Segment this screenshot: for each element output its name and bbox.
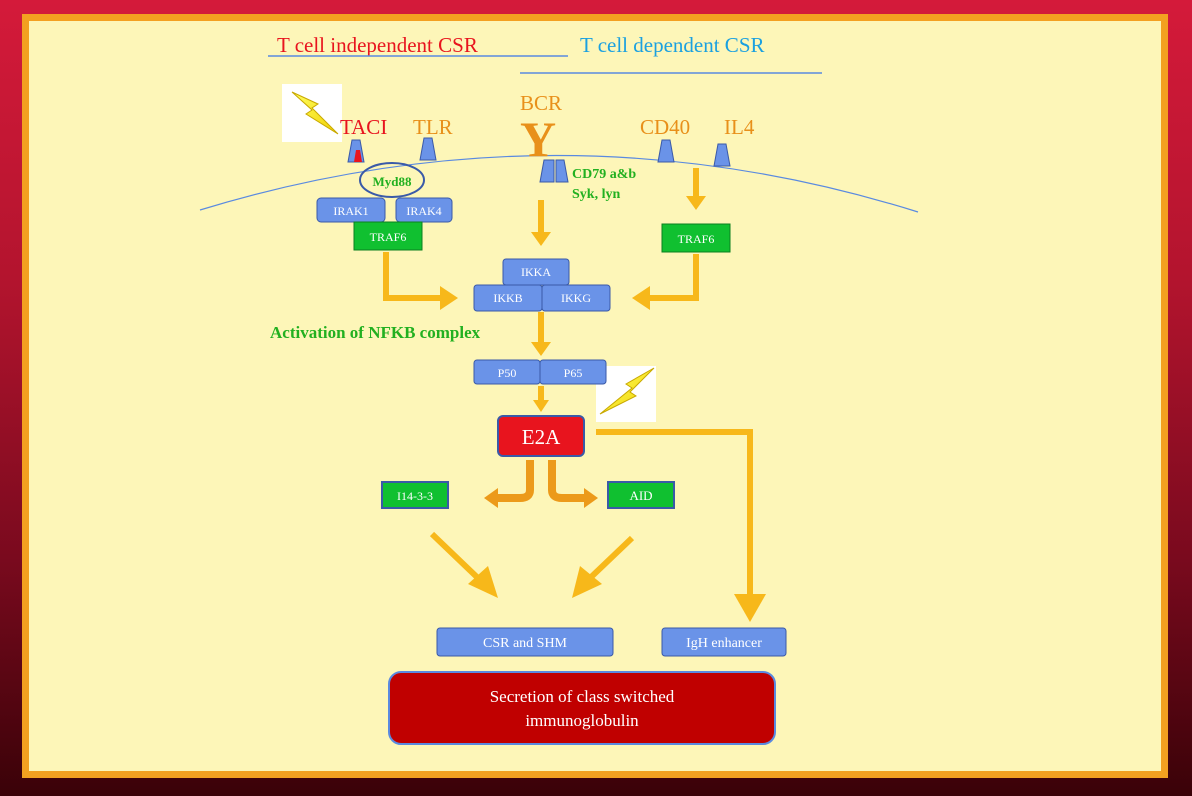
label-p65: P65 (564, 366, 583, 380)
box-traf6-right (661, 223, 731, 253)
receptor-taci: TACI (340, 115, 387, 139)
adaptor-syk-lyn: Syk, lyn (572, 187, 620, 202)
header-t-dependent: T cell dependent CSR (580, 33, 765, 57)
label-p50: P50 (498, 366, 517, 380)
e2a-split-arrows (498, 460, 584, 502)
label-traf6-left: TRAF6 (370, 230, 407, 244)
label-e2a: E2A (522, 425, 561, 449)
label-ikkb: IKKB (493, 291, 522, 305)
cell-membrane (199, 154, 919, 213)
arrow-traf6-right-ikk (650, 254, 699, 301)
receptor-tlr: TLR (413, 115, 453, 139)
label-nfkb-activation: Activation of NFKB complex (270, 323, 481, 342)
receptor-bcr: BCR (520, 91, 562, 115)
label-ikkg: IKKG (561, 291, 591, 305)
box-csr-shm (436, 627, 614, 657)
bcr-y-icon: Y (520, 111, 556, 167)
adaptor-myd88: Myd88 (373, 174, 413, 189)
arrow-traf6-left-ikk (383, 252, 440, 301)
box-traf6-left (353, 221, 423, 251)
e2a-split-arrowheads (484, 488, 598, 508)
receptor-cd40: CD40 (640, 115, 690, 139)
pathway-arrows (383, 168, 753, 594)
box-p65 (539, 359, 607, 385)
arrow-i1433-csr (429, 531, 483, 583)
label-ikka: IKKA (521, 265, 551, 279)
box-i14-3-3 (381, 481, 449, 509)
label-secretion-line1: Secretion of class switched (490, 687, 675, 706)
tlr-receptor-shape (419, 137, 437, 161)
label-irak4: IRAK4 (406, 204, 441, 218)
arrow-aid-csr (585, 535, 635, 583)
lightning-bolt-icon (282, 84, 342, 142)
label-aid: AID (629, 488, 652, 503)
cd79-receptor-shape (539, 159, 569, 183)
myd88-ellipse (359, 162, 425, 198)
label-i14-3-3: I14-3-3 (397, 489, 433, 503)
label-igh-enhancer: IgH enhancer (686, 636, 762, 651)
box-aid (607, 481, 675, 509)
box-irak4 (395, 197, 453, 223)
label-csr-shm: CSR and SHM (483, 636, 568, 651)
receptor-il4: IL4 (724, 115, 755, 139)
cd40-receptor-shape (657, 139, 675, 163)
arrow-heads (440, 196, 766, 622)
box-secretion (388, 671, 776, 745)
label-traf6-right: TRAF6 (678, 232, 715, 246)
header-t-independent: T cell independent CSR (277, 33, 478, 57)
box-igh-enhancer (661, 627, 787, 657)
box-ikkg (541, 284, 611, 312)
label-irak1: IRAK1 (333, 204, 368, 218)
adaptor-cd79: CD79 a&b (572, 167, 636, 182)
box-irak1 (316, 197, 386, 223)
arrow-e2a-igh (596, 429, 753, 594)
taci-receptor-mark (354, 150, 362, 162)
box-e2a (497, 415, 585, 457)
label-secretion-line2: immunoglobulin (525, 711, 639, 730)
il4-receptor-shape (713, 143, 731, 167)
